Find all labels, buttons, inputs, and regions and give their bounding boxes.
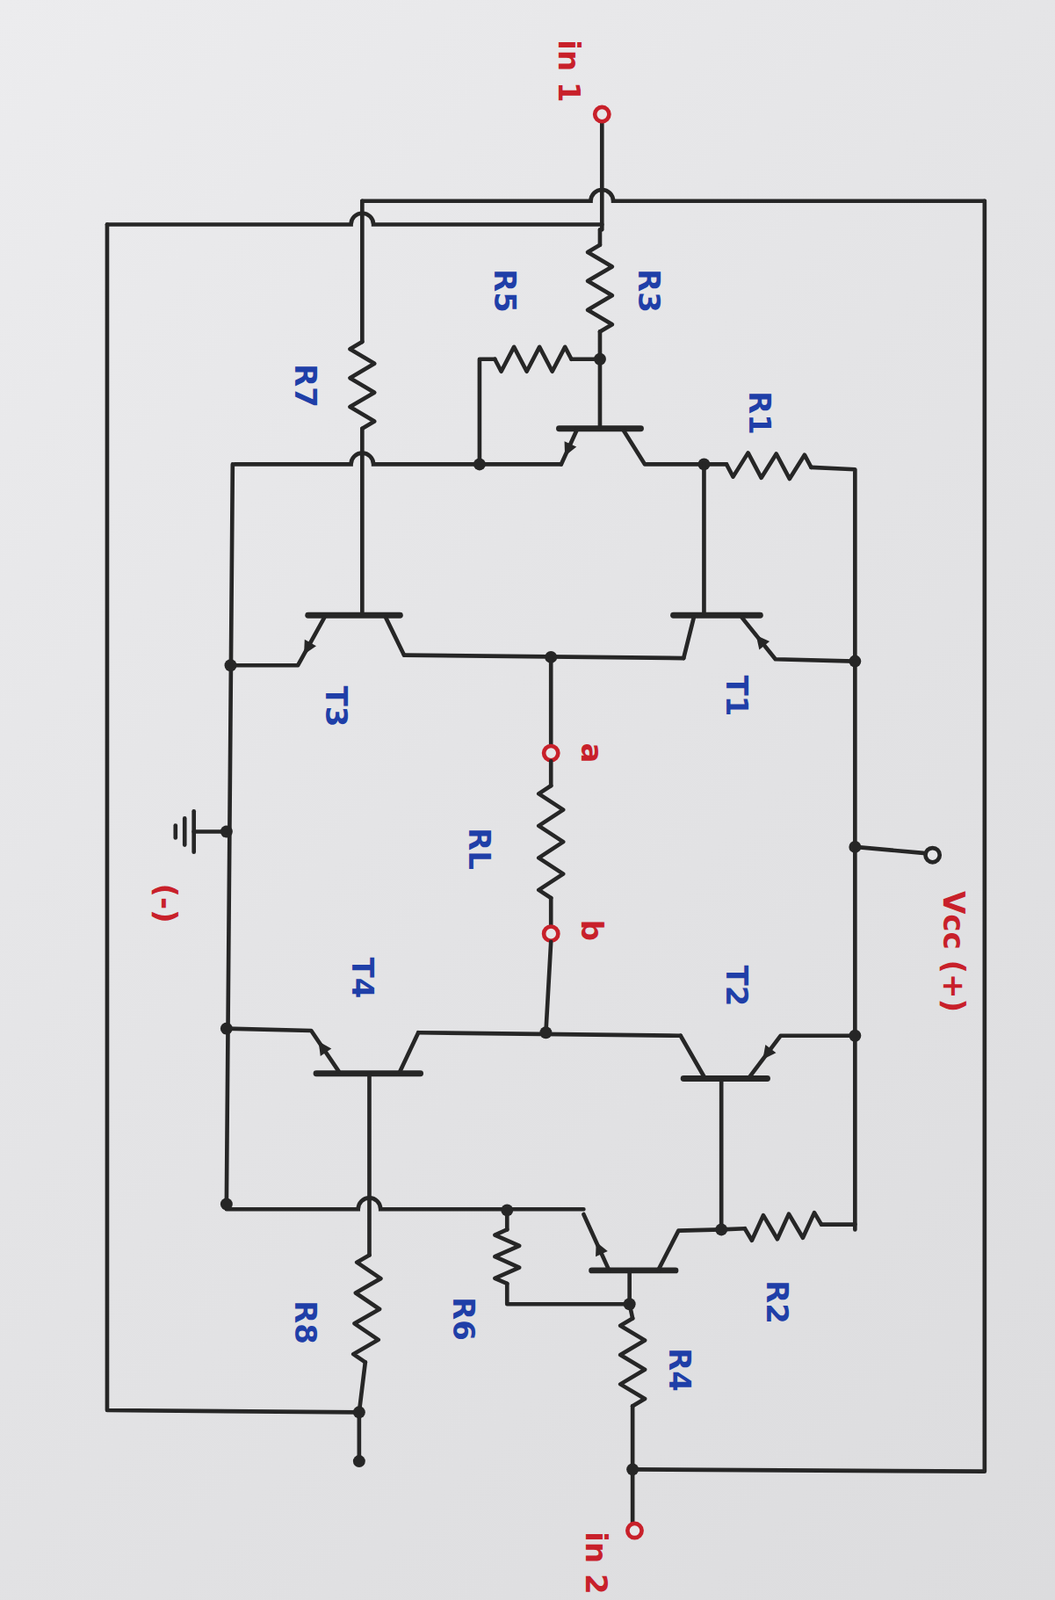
- transistor-collector: [399, 1032, 419, 1071]
- transistor-base: [367, 1073, 372, 1256]
- resistor-label: R6: [448, 1296, 479, 1341]
- wire: [721, 1228, 745, 1229]
- junction-dot: [626, 1462, 639, 1475]
- resistor-symbol: [353, 1254, 381, 1362]
- resistor-label: RL: [464, 827, 495, 870]
- resistor-label: R2: [762, 1279, 793, 1324]
- resistor-symbol: [744, 1212, 822, 1241]
- transistor-collector: [683, 617, 694, 658]
- resistor-label: R8: [290, 1300, 321, 1345]
- wire: [545, 941, 551, 1033]
- transistor-collector: [657, 1228, 722, 1270]
- transistor-base: [719, 1078, 724, 1230]
- wire: [598, 229, 603, 245]
- input-wire: [599, 122, 605, 230]
- input-frame-wire: [107, 224, 360, 1412]
- wire: [703, 462, 727, 467]
- resistor-symbol: [620, 1317, 645, 1406]
- bridge-wire: [404, 655, 684, 658]
- wire: [360, 428, 365, 616]
- wire: [549, 760, 554, 786]
- emitter-arrow: [756, 635, 770, 650]
- resistor-symbol: [538, 785, 564, 898]
- transistor-collector: [385, 617, 405, 656]
- transistor-label: T2: [722, 965, 752, 1007]
- wire: [598, 331, 603, 428]
- transistor-emitter: [583, 1213, 609, 1271]
- transistor-label: T3: [321, 685, 352, 727]
- node-label: a: [577, 743, 607, 764]
- transistor-base-bar: [592, 1266, 676, 1273]
- transistor-label: T4: [347, 956, 378, 998]
- junction-dot: [353, 1454, 366, 1467]
- resistor-label: R3: [634, 268, 665, 313]
- resistor-symbol: [726, 452, 811, 479]
- input-frame-wire: [361, 189, 985, 202]
- transistor-emitter: [750, 1035, 856, 1077]
- wire: [549, 657, 554, 745]
- emitter-arrow: [303, 639, 317, 655]
- supply-label: Vcc (+): [939, 890, 969, 1012]
- resistor-symbol: [494, 1228, 520, 1284]
- resistor-label: R5: [490, 268, 521, 313]
- wire-crossover: [234, 453, 562, 465]
- transistor-label: T1: [722, 675, 752, 717]
- ground-wire: [194, 829, 227, 834]
- wire: [821, 1221, 855, 1227]
- node-label: b: [577, 919, 607, 941]
- transistor-collector: [622, 428, 705, 465]
- transistor-base: [701, 463, 707, 615]
- wire-crossover: [226, 1197, 585, 1209]
- transistor-base-bar: [673, 612, 761, 619]
- input-frame-wire: [632, 201, 985, 1472]
- wire: [505, 1209, 510, 1229]
- transistor-base-bar: [683, 1075, 767, 1082]
- emitter-arrow: [762, 1044, 776, 1060]
- ground-symbol: [173, 825, 178, 839]
- ground-symbol: [182, 817, 188, 845]
- emitter-arrow: [564, 440, 578, 456]
- input-label: in 1: [554, 40, 585, 103]
- input-label: in 2: [581, 1531, 612, 1595]
- wire: [506, 1283, 629, 1304]
- wire: [570, 356, 600, 362]
- resistor-label: R7: [290, 363, 321, 408]
- wire: [629, 1303, 633, 1318]
- transistor-base-bar: [559, 425, 642, 432]
- terminal: [627, 1523, 642, 1538]
- terminal: [543, 926, 558, 941]
- junction-dot: [353, 1405, 366, 1418]
- resistor-symbol: [494, 346, 571, 372]
- resistor-label: R4: [664, 1347, 695, 1392]
- wire: [549, 897, 554, 925]
- emitter-arrow: [318, 1040, 333, 1056]
- resistor-label: R1: [744, 390, 775, 435]
- resistor-symbol: [587, 245, 613, 333]
- wire: [479, 359, 495, 465]
- terminal: [594, 107, 609, 122]
- transistor-emitter: [741, 617, 855, 662]
- junction-dot: [539, 1026, 552, 1039]
- transistor-emitter: [226, 1028, 340, 1072]
- vcc-wire: [854, 846, 924, 853]
- wire: [360, 201, 365, 342]
- resistor-symbol: [349, 341, 375, 429]
- emitter-arrow: [595, 1241, 608, 1257]
- terminal: [924, 847, 940, 862]
- terminal: [543, 745, 558, 760]
- input-frame-wire: [107, 213, 602, 225]
- transistor-emitter: [561, 428, 579, 465]
- vcc-rail: [810, 467, 855, 1230]
- transistor-collector: [680, 1035, 705, 1077]
- ground-symbol: [191, 810, 196, 852]
- supply-label: (-): [151, 882, 181, 923]
- transistor-emitter: [231, 617, 326, 666]
